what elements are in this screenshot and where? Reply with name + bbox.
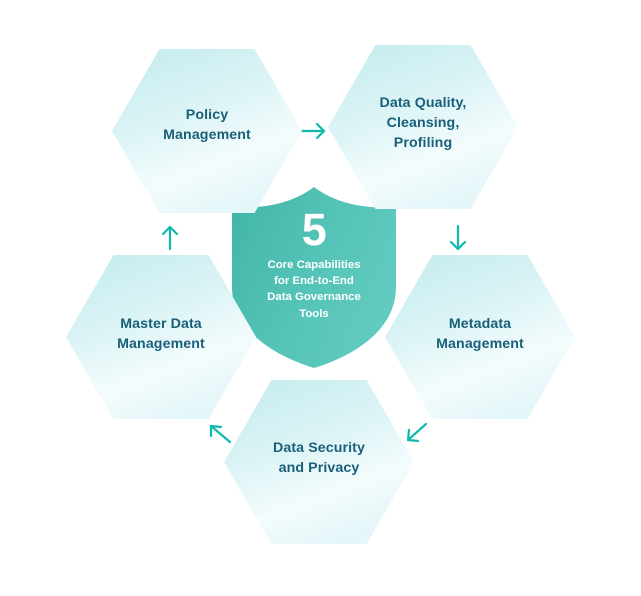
node-label: Data Quality, Cleansing, Profiling: [379, 94, 467, 152]
node-label: Policy Management: [163, 106, 251, 143]
shield-shape: [232, 187, 396, 368]
shield-number: 5: [301, 204, 327, 255]
node-data-security-and-privacy[interactable]: Data Security and Privacy: [224, 380, 414, 544]
center-shield[interactable]: 5 Core Capabilities for End-to-End Data …: [228, 183, 400, 371]
node-label: Master Data Management: [117, 315, 205, 352]
node-label: Metadata Management: [436, 315, 524, 352]
hexagon-shape-policy: [112, 49, 302, 213]
hexagon-shape-metadata: [385, 255, 575, 419]
hexagon-shape-master-data: [66, 255, 256, 419]
shield-caption: Core Capabilities for End-to-End Data Go…: [267, 259, 361, 320]
arrow-up-left-icon: [209, 424, 232, 444]
arrow-down-left-icon: [406, 422, 428, 443]
node-metadata-management[interactable]: Metadata Management: [385, 255, 575, 419]
shield-content: 5 Core Capabilities for End-to-End Data …: [228, 183, 400, 371]
arrow-down-icon: [449, 224, 467, 251]
hexagon-shape-security: [224, 380, 414, 544]
node-data-quality-cleansing-profiling[interactable]: Data Quality, Cleansing, Profiling: [328, 45, 518, 209]
arrow-up-icon: [161, 225, 179, 251]
node-label: Data Security and Privacy: [273, 439, 365, 476]
arrow-right-icon: [300, 122, 326, 140]
hexagon-shape-data-quality: [328, 45, 518, 209]
node-master-data-management[interactable]: Master Data Management: [66, 255, 256, 419]
node-policy-management[interactable]: Policy Management: [112, 49, 302, 213]
